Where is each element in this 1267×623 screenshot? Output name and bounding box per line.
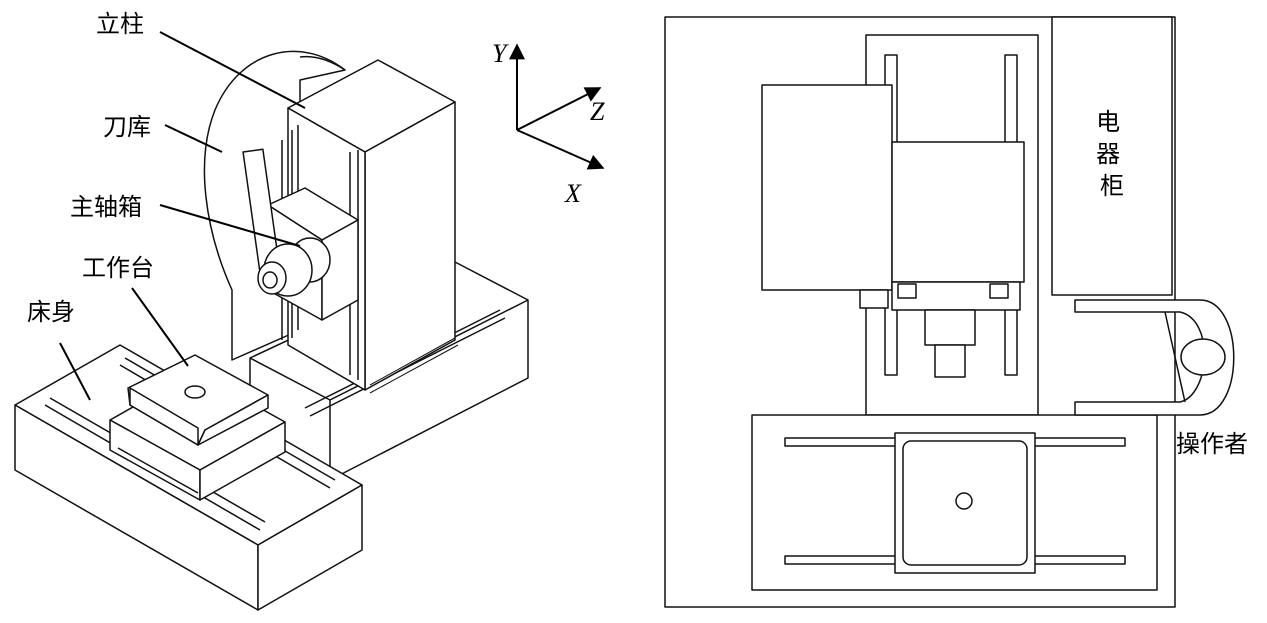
worktable-label: 工作台 [82, 254, 154, 282]
part-labels: 立柱 刀库 主轴箱 工作台 床身 [27, 10, 306, 401]
top-view: 电 器 柜 操作者 [664, 16, 1248, 608]
spindle-box-body [242, 148, 359, 321]
spindle-nose [934, 344, 966, 378]
column-label: 立柱 [96, 10, 144, 38]
x-axis-label: X [564, 179, 582, 208]
worktable-leader [131, 287, 189, 367]
isometric-view: Y Z X 立柱 刀库 主轴箱 工作台 床身 [14, 10, 605, 611]
worktable-surface [902, 440, 1028, 566]
electrical-cabinet [1051, 16, 1173, 296]
bed-leader [59, 342, 91, 401]
spindle-box-leader [159, 204, 301, 247]
tool-magazine-label: 刀库 [103, 113, 151, 141]
slide-block-left [897, 283, 917, 299]
column-leader [159, 31, 306, 109]
operator-label: 操作者 [1176, 430, 1248, 458]
spindle-box-top [891, 141, 1025, 283]
tool-magazine-top [761, 84, 893, 291]
slide-block-right [989, 283, 1009, 299]
spindle-head [924, 309, 976, 346]
y-axis-label: Y [492, 39, 509, 68]
coordinate-axes: Y Z X [492, 39, 605, 208]
tool-magazine-leader [164, 124, 223, 153]
z-axis-arrow [516, 87, 602, 131]
bed-label: 床身 [27, 298, 75, 326]
tool-changer-arm [859, 289, 889, 309]
operator-figure [1074, 299, 1235, 416]
spindle-box-label: 主轴箱 [70, 193, 142, 221]
worktable-body [109, 354, 286, 501]
electrical-cabinet-label: 电 器 柜 [1096, 108, 1128, 200]
worktable-center-hole [955, 492, 973, 510]
z-axis-label: Z [590, 97, 605, 126]
x-axis-arrow [516, 129, 605, 170]
